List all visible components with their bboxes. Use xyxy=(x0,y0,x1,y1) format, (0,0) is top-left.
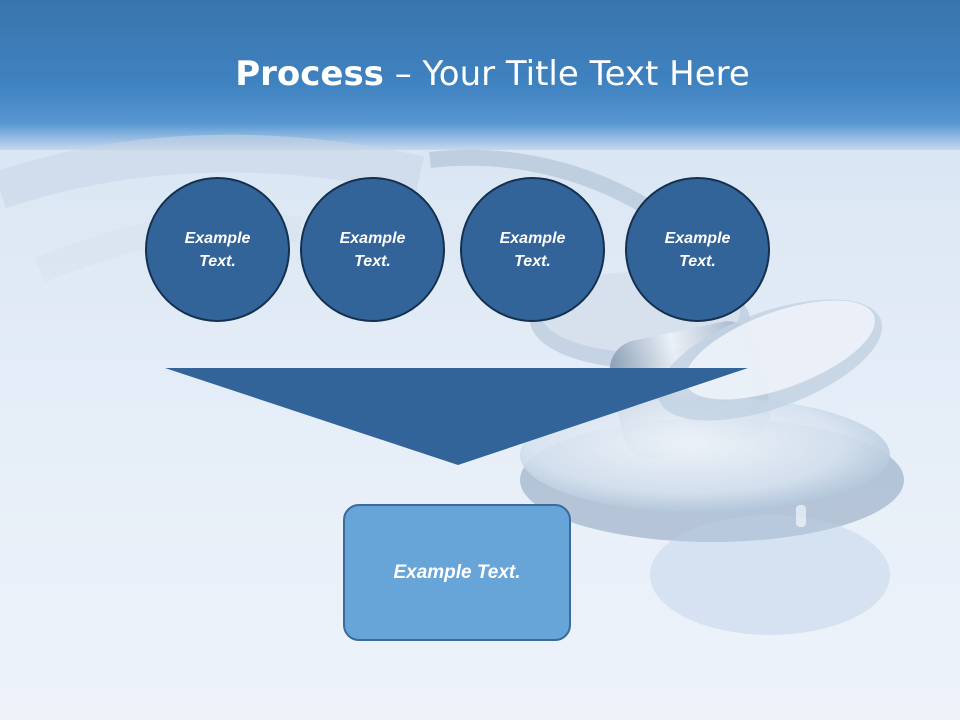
process-step-circle-3: Example Text. xyxy=(460,177,605,322)
process-step-label-4: Example Text. xyxy=(664,229,731,270)
process-step-circle-2: Example Text. xyxy=(300,177,445,322)
slide-title-bold: Process xyxy=(235,54,384,94)
process-step-label-3: Example Text. xyxy=(499,229,566,270)
result-box-label: Example Text. xyxy=(393,561,521,583)
process-step-circle-1: Example Text. xyxy=(145,177,290,322)
title-banner xyxy=(0,0,960,150)
slide-title: Process – Your Title Text Here xyxy=(0,50,960,98)
slide-title-rest: – Your Title Text Here xyxy=(383,54,750,94)
process-step-label-1: Example Text. xyxy=(184,229,251,270)
process-step-label-2: Example Text. xyxy=(339,229,406,270)
result-box: Example Text. xyxy=(343,504,571,641)
process-step-circle-4: Example Text. xyxy=(625,177,770,322)
